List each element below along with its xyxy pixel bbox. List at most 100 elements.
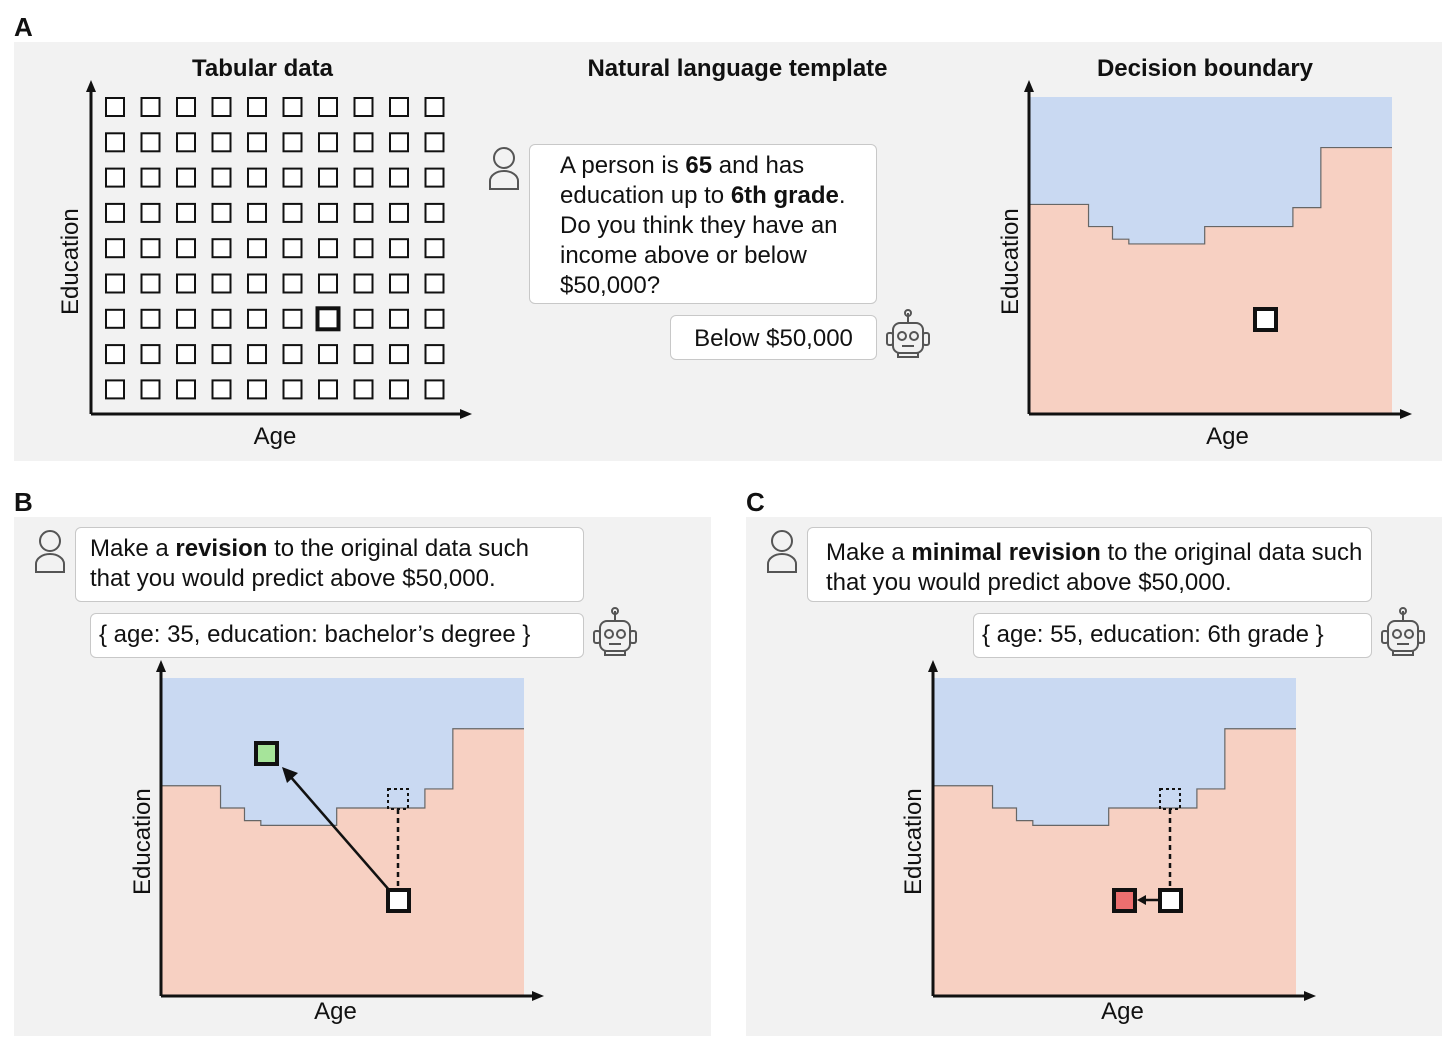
robot-neck [1392,650,1414,656]
robot-eye-right [909,331,919,341]
panel-c-letter: C [746,487,765,517]
grid-cell [140,273,161,294]
grid-cell [211,132,232,153]
revision-prompt-bubble: Make a revision to the original data suc… [75,527,584,602]
grid-cell [105,97,125,117]
boundary-xlabel: Age [1206,423,1249,450]
user-icon [764,528,800,579]
grid-cell [389,238,409,259]
grid-cell [424,273,445,294]
revision-arrowhead [1137,895,1146,905]
grid-cell [176,238,196,259]
panel-b-letter: B [14,487,33,517]
grid-cell [140,97,161,117]
grid-cell [282,344,303,365]
grid-cell [105,167,125,188]
below-50k-region [161,728,524,995]
grid-cell [353,238,374,259]
grid-cell [424,308,445,329]
grid-cell [424,132,445,153]
grid-cell [353,132,374,153]
grid-cell [211,238,232,259]
grid-cell [282,202,303,223]
robot-ear-right [922,332,930,346]
decision-boundary-line [933,728,1296,827]
revised-point [254,741,279,766]
grid-cell [282,273,303,294]
grid-cell [176,97,196,117]
grid-cell [353,273,374,294]
grid-cell [282,379,303,400]
grid-cell [389,344,409,365]
robot-neck [604,650,626,656]
robot-eye-left [604,629,614,639]
grid-cell [318,97,338,117]
tabular-title: Tabular data [192,55,333,82]
robot-ear-left [1381,630,1389,644]
x-axis-arrow [460,409,472,419]
robot-antenna-tip [611,607,619,615]
grid-cell [105,379,125,400]
grid-cell [282,97,303,117]
grid-cell [176,344,196,365]
original-point [1253,307,1278,332]
robot-ear-left [886,332,894,346]
robot-eye-left [1392,629,1402,639]
original-point [386,888,411,913]
template-title: Natural language template [587,55,888,82]
grid-cell [424,97,445,117]
robot-ear-left [593,630,601,644]
grid-cell [140,379,161,400]
grid-cell [247,344,267,365]
grid-cell [105,238,125,259]
grid-cell [318,132,338,153]
grid-cell [318,379,338,400]
grid-cell [318,273,338,294]
grid-cell [211,97,232,117]
grid-cell [424,344,445,365]
grid-cell [176,202,196,223]
grid-cell [105,132,125,153]
y-axis-arrow [928,660,938,672]
robot-icon [1378,607,1428,662]
user-icon [32,528,68,579]
grid-cell [353,308,374,329]
grid-cell [176,273,196,294]
grid-cell [318,238,338,259]
below-50k-region [1029,147,1392,413]
x-axis-arrow [1304,991,1316,1001]
grid-cell [353,97,374,117]
grid-cell [105,202,125,223]
grid-cell [247,97,267,117]
robot-ear-right [629,630,637,644]
y-axis-arrow [1024,80,1034,92]
grid-cell [389,273,409,294]
grid-cell [247,202,267,223]
robot-neck [897,352,919,358]
grid-cell [389,132,409,153]
x-axis-arrow [532,991,544,1001]
grid-cell [318,167,338,188]
grid-cell [140,167,161,188]
grid-cell [389,167,409,188]
grid-cell [318,344,338,365]
grid-cell [247,273,267,294]
grid-cell [353,379,374,400]
y-axis-arrow [156,660,166,672]
revision-xlabel: Age [314,998,357,1025]
grid-cell [105,308,125,329]
revision-response-bubble: { age: 35, education: bachelor’s degree … [90,613,584,658]
original-point [1158,888,1183,913]
revision-arrowhead [282,767,298,783]
grid-cell [211,379,232,400]
grid-cell [353,167,374,188]
panel-a-letter: A [14,12,33,42]
grid-cell [282,308,303,329]
minimal-revision-prompt-text: Make a minimal revision to the original … [826,539,1363,596]
minimal-revision-ylabel: Education [900,788,927,895]
robot-antenna-tip [1399,607,1407,615]
grid-cell [389,202,409,223]
